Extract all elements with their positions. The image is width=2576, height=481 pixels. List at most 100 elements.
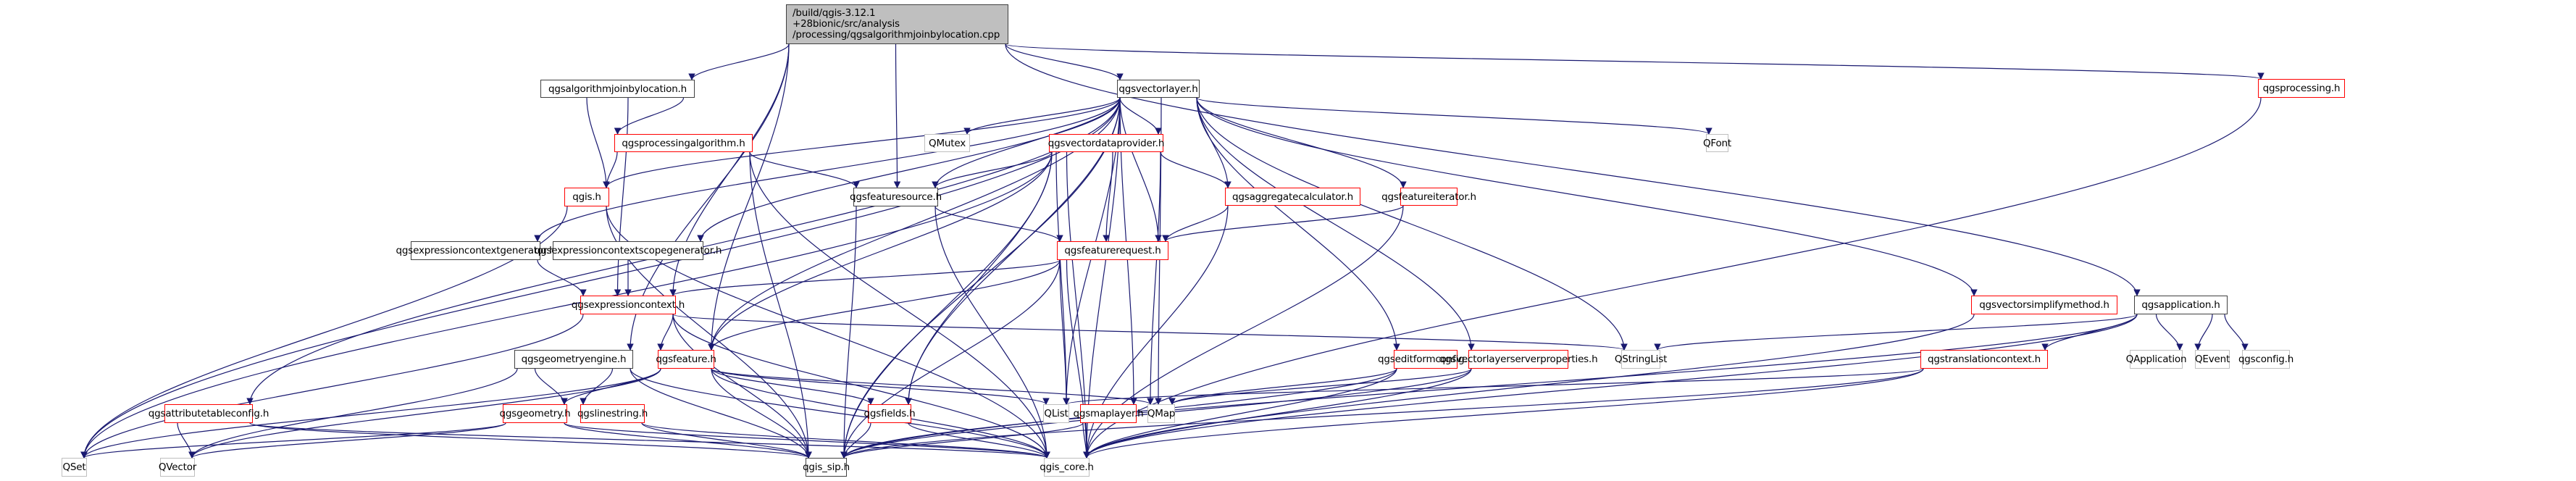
node-qgsvectorlayer-h[interactable]: qgsvectorlayer.h (1117, 80, 1200, 98)
edge-application-to-translation (2041, 314, 2138, 351)
edge-vdp-to-qlist (1055, 151, 1070, 405)
edge-feature-to-qlist (711, 368, 1050, 405)
edge-vectorlayer-to-qstringlist (1196, 97, 1628, 351)
node-qgsalgorithmjoinbylocation-h[interactable]: qgsalgorithmjoinbylocation.h (540, 80, 695, 98)
edge-geometry-to-qset (80, 422, 506, 459)
node-qgis-sip-h[interactable]: qgis_sip.h (803, 458, 850, 477)
node-qgsaggregatecalculator-h[interactable]: qgsaggregatecalculator.h (1225, 188, 1360, 206)
edge-feature-to-fields (711, 368, 874, 405)
node-qgsexpressioncontextscopegenerator-h[interactable]: qgsexpressioncontextscopegenerator.h (535, 241, 722, 260)
node-qgstranslationcontext-h[interactable]: qgstranslationcontext.h (1920, 350, 2048, 369)
node-qgis-h[interactable]: qgis.h (564, 188, 609, 206)
node-qgsfeaturerequest-h[interactable]: qgsfeaturerequest.h (1057, 241, 1168, 260)
node-qmutex: QMutex (924, 134, 970, 152)
node-qgsexpressioncontext-h[interactable]: qgsexpressioncontext.h (572, 296, 685, 314)
edge-root-to-application (1005, 43, 2141, 296)
edge-exprctx-to-feature (657, 314, 674, 351)
node-qgsapplication-h[interactable]: qgsapplication.h (2134, 296, 2228, 314)
edge-translation-to-qgissip (840, 368, 1924, 459)
node-qgsvectordataprovider-h[interactable]: qgsvectordataprovider.h (1048, 134, 1164, 152)
node-qgsconfig-h: qgsconfig.h (2238, 350, 2293, 369)
edge-joinbyloc-to-procalg (614, 97, 685, 135)
node-qgslinestring-h[interactable]: qgslinestring.h (577, 404, 648, 423)
edge-vectorlayer-to-featreq (1119, 97, 1162, 242)
node-qmap: QMap (1147, 404, 1175, 423)
node-qgsfields-h[interactable]: qgsfields.h (864, 404, 916, 423)
edge-feature-to-qset (80, 368, 661, 459)
edge-procalg-to-qgiscore (749, 151, 1050, 459)
edge-featreq-to-feature (708, 259, 1061, 351)
node-qgsvectorlayerserverproperties-h[interactable]: qgsvectorlayerserverproperties.h (1439, 350, 1598, 369)
node-qgsgeometryengine-h[interactable]: qgsgeometryengine.h (514, 350, 633, 369)
edge-exprctxgen-to-exprctx (537, 259, 587, 296)
edge-serverprops-to-qgiscore (1083, 368, 1472, 459)
edge-featiter-to-featreq (1162, 205, 1404, 242)
node-qevent: QEvent (2195, 350, 2230, 369)
node-qgsmaplayer-h[interactable]: qgsmaplayer.h (1073, 404, 1144, 423)
edge-vdp-to-featuresource (932, 151, 1053, 188)
edge-exprctx-to-qset (80, 314, 584, 459)
edge-attrtable-to-qgissip (249, 422, 812, 459)
edge-vdp-to-qset (80, 151, 1053, 459)
node-qgsfeaturesource-h[interactable]: qgsfeaturesource.h (850, 188, 942, 206)
edge-feature-to-qgissip (711, 368, 812, 459)
edge-vectorlayer-to-editform (1196, 97, 1400, 351)
edge-application-to-qstringlist (1654, 314, 2138, 351)
edge-geometry-to-qgissip (564, 422, 812, 459)
edge-featuresource-to-qgiscore (934, 206, 1050, 459)
edge-maplayer-to-qgissip (840, 422, 1084, 459)
edge-translation-to-qlist (1063, 368, 1924, 405)
node-qgsprocessing-h[interactable]: qgsprocessing.h (2258, 79, 2345, 98)
edge-application-to-qgsconfig (2224, 314, 2249, 351)
node-qgis-core-h: qgis_core.h (1040, 458, 1094, 477)
node-qgsfeatureiterator-h[interactable]: qgsfeatureiterator.h (1381, 188, 1476, 206)
edge-application-to-qevent (2194, 314, 2213, 351)
node-qgseditformconfig-h[interactable]: qgseditformconfig.h (1378, 350, 1473, 369)
edge-serverprops-to-qmap (1168, 368, 1472, 405)
root-file-node: /build/qgis-3.12.1 +28bionic/src/analysi… (786, 4, 1008, 44)
edge-linestring-to-qgissip (641, 422, 812, 459)
edge-vdp-to-qmap (1147, 151, 1161, 405)
edge-procalg-to-qgis (603, 151, 618, 188)
edge-featreq-to-exprctx (669, 259, 1061, 296)
node-qset: QSet (62, 458, 87, 477)
edge-vectorlayer-to-qgis (603, 97, 1121, 188)
node-qstringlist: QStringList (1615, 350, 1667, 369)
edge-root-to-feature (708, 43, 790, 351)
edge-aggcalc-to-featreq (1162, 205, 1229, 242)
edge-geomengine-to-linestring (580, 368, 614, 405)
edge-root-to-joinbyloc (688, 43, 790, 80)
edge-feature-to-qmap (711, 368, 1154, 405)
edge-geometry-to-qvector (188, 422, 506, 459)
node-qvector: QVector (159, 458, 196, 477)
node-qgsgeometry-h[interactable]: qgsgeometry.h (500, 404, 571, 423)
edge-translation-to-qgiscore (1083, 368, 1924, 459)
edge-featuresource-to-qgissip (840, 206, 857, 459)
edge-vectorlayer-to-featuresource (932, 97, 1121, 188)
node-qgsprocessingalgorithm-h[interactable]: qgsprocessingalgorithm.h (614, 134, 753, 152)
edge-vectorlayer-to-serverprops (1196, 97, 1475, 351)
edge-featreq-to-qgiscore (1066, 259, 1090, 459)
node-qgsvectorsimplifymethod-h[interactable]: qgsvectorsimplifymethod.h (1971, 296, 2117, 314)
edge-vectorlayer-to-qfont (1196, 97, 1713, 135)
edge-vdp-to-fields (905, 151, 1053, 405)
edge-attrtable-to-qvector (177, 422, 196, 459)
edge-application-to-qapplication (2155, 314, 2183, 351)
edge-editform-to-qmap (1168, 368, 1397, 405)
edge-geomengine-to-qgiscore (630, 368, 1050, 459)
edge-application-to-qgissip (840, 314, 2138, 459)
root-path-line-3: /processing/qgsalgorithmjoinbylocation.c… (793, 29, 1000, 41)
edge-maplayer-to-qgiscore (1082, 422, 1090, 459)
edge-featuresource-to-featreq (934, 206, 1063, 242)
root-path-line-2: +28bionic/src/analysis (793, 18, 900, 30)
edge-vdp-to-aggcalc (1160, 151, 1231, 188)
edge-vectorlayer-to-vdp (1119, 97, 1162, 135)
edge-exprctx-to-qstringlist (672, 314, 1628, 351)
edge-joinbyloc-to-qgis (586, 97, 610, 188)
node-qgsfeature-h[interactable]: qgsfeature.h (656, 350, 716, 369)
node-qgsattributetableconfig-h[interactable]: qgsattributetableconfig.h (149, 404, 269, 423)
edge-joinbyloc-to-exprctx (614, 97, 629, 296)
edge-vectorlayer-to-simplify (1196, 97, 1978, 296)
edge-simplify-to-qgiscore (1083, 314, 1975, 459)
node-qgsexpressioncontextgenerator-h[interactable]: qgsexpressioncontextgenerator.h (396, 241, 556, 260)
